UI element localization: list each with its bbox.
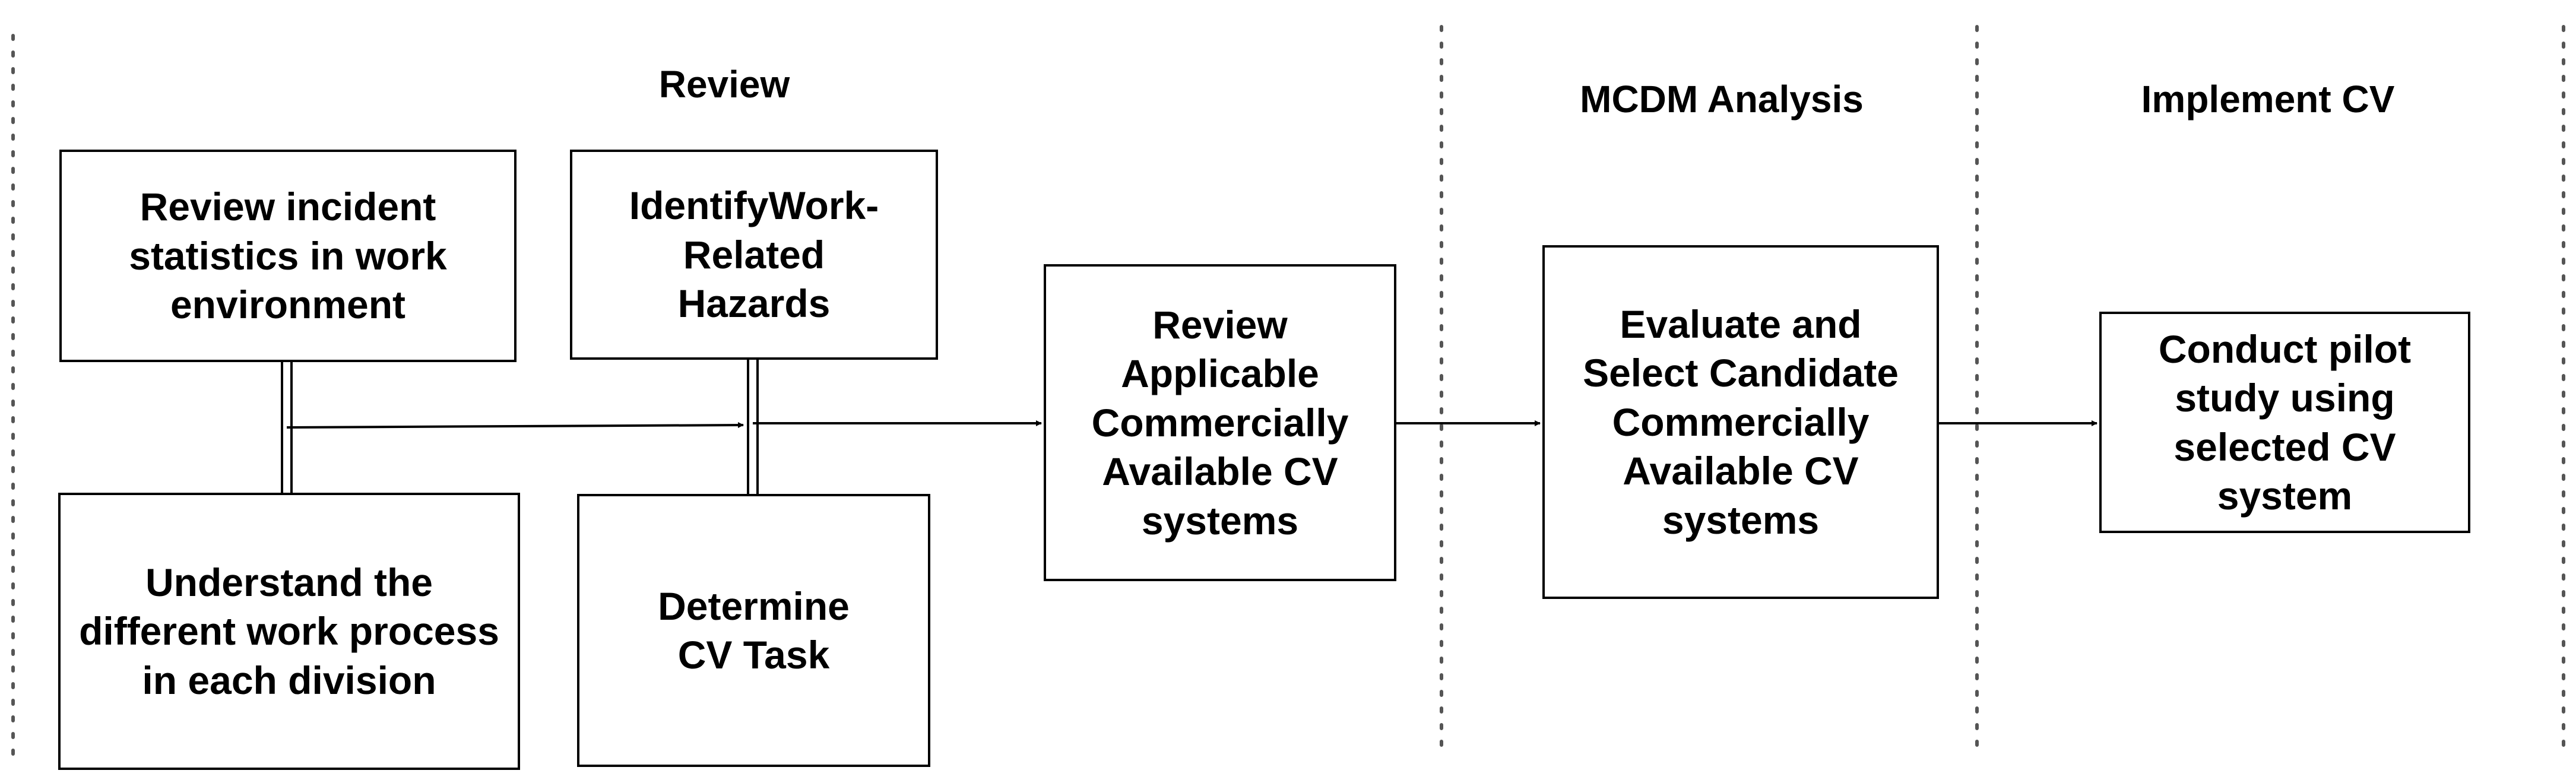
box-determine-task-text: Determine CV Task: [658, 584, 850, 677]
box-identify-hazards: IdentifyWork-Related Hazards: [570, 150, 938, 360]
arrow-left-to-middle: [286, 422, 744, 429]
box-pilot-study: Conduct pilot study using selected CV sy…: [2099, 312, 2470, 533]
box-determine-task: Determine CV Task: [577, 494, 930, 767]
phase-title-review: Review: [658, 63, 790, 106]
box-evaluate-select: Evaluate and Select Candidate Commercial…: [1542, 245, 1939, 599]
box-pilot-study-text: Conduct pilot study using selected CV sy…: [2158, 326, 2412, 518]
box-understand-process: Understand the different work process in…: [58, 493, 520, 770]
phase-title-implement: Implement CV: [2141, 78, 2395, 121]
box-review-incident: Review incident statistics in work envir…: [59, 150, 517, 362]
box-identify-hazards-text: IdentifyWork-Related Hazards: [629, 183, 879, 326]
box-review-applicable-text: Review Applicable Commercially Available…: [1091, 302, 1349, 543]
box-review-incident-text: Review incident statistics in work envir…: [129, 185, 447, 327]
box-evaluate-select-text: Evaluate and Select Candidate Commercial…: [1583, 302, 1899, 542]
box-understand-process-text: Understand the different work process in…: [79, 560, 499, 702]
phase-title-mcdm: MCDM Analysis: [1580, 78, 1864, 121]
box-review-applicable: Review Applicable Commercially Available…: [1044, 264, 1396, 581]
